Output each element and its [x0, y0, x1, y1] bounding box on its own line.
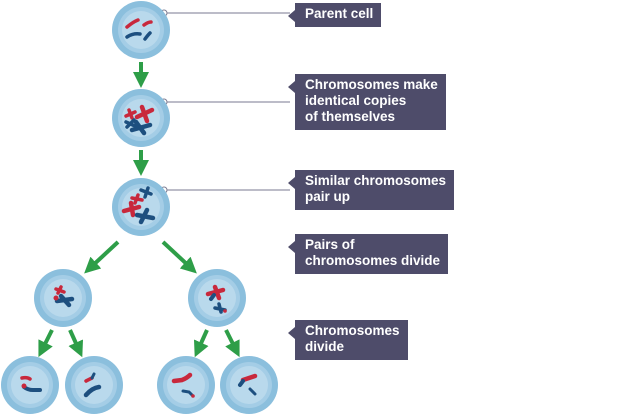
label-text: Parent cell: [305, 6, 374, 21]
gamete-cell-4: [220, 356, 278, 414]
chromosome-red-tip: [223, 309, 227, 313]
label-text: chromosomes divide: [305, 253, 441, 268]
arrows: [38, 62, 240, 358]
gamete-cell-1: [1, 356, 59, 414]
label-text: of themselves: [305, 109, 396, 124]
chromosome-red-large-x: [205, 284, 226, 301]
connectors: [160, 9, 290, 194]
parent-cell: [112, 1, 170, 59]
label-pair-up: Similar chromosomes pair up: [287, 170, 455, 210]
chromosome-blue-large-x: [54, 293, 75, 308]
chromosome-blue-small-x: [213, 302, 227, 314]
chromosome-red-large-x: [134, 104, 155, 124]
chromosome-red: [240, 373, 258, 383]
label-text: Similar chromosomes: [305, 173, 447, 188]
label-text: Pairs of: [305, 237, 355, 252]
arrow-right-split: [161, 240, 197, 274]
chromosome-blue-small-x: [124, 118, 137, 129]
arrow-gamete-4: [224, 329, 240, 358]
label-text: Chromosomes: [305, 323, 400, 338]
paired-cell: [112, 178, 170, 236]
label-text: pair up: [305, 189, 351, 204]
arrow-left-split: [84, 240, 120, 274]
arrow-gamete-1: [38, 329, 54, 358]
chromosome-red-long: [125, 18, 140, 29]
label-text: divide: [305, 339, 345, 354]
chromosome-red-tip: [191, 394, 195, 398]
label-text: identical copies: [305, 93, 407, 108]
chromosome-red-tip: [21, 383, 27, 389]
chromosome-red-tip: [53, 295, 59, 301]
label-chromosomes-divide: Chromosomes divide: [288, 320, 408, 360]
label-text: Chromosomes make: [305, 77, 438, 92]
label-pairs-divide: Pairs of chromosomes divide: [287, 234, 449, 274]
chromosome-blue-tail: [209, 293, 216, 301]
daughter-cell-left: [34, 269, 92, 327]
chromosome-red: [20, 375, 32, 381]
chromosome-blue-short: [90, 372, 96, 380]
chromosome-blue-tail: [238, 379, 245, 387]
chromosome-blue-short: [248, 387, 257, 396]
chromosome-red-large-x: [121, 200, 142, 218]
chromosome-blue-short: [143, 31, 152, 41]
copied-cell: [112, 89, 170, 147]
chromosome-blue-small-x: [139, 186, 153, 199]
arrow-gamete-3: [193, 329, 209, 358]
chromosome-blue-large-x: [134, 207, 156, 225]
chromosome-red-small-x: [130, 193, 144, 205]
chromosome-blue: [181, 389, 195, 398]
chromosome-red-small-x: [124, 108, 137, 120]
chromosome-blue: [83, 384, 102, 398]
gamete-cell-2: [65, 356, 123, 414]
gamete-cell-3: [157, 356, 215, 414]
arrow-gamete-2: [68, 329, 84, 358]
daughter-cell-right: [188, 269, 246, 327]
chromosome-red: [171, 372, 193, 384]
chromosome-blue-large-x: [129, 119, 153, 136]
label-copies: Chromosomes make identical copies of the…: [288, 74, 446, 130]
chromosome-blue-long: [125, 32, 142, 39]
chromosome-red-short: [142, 20, 153, 27]
label-parent-cell: Parent cell: [287, 3, 382, 27]
chromosome-red-small-x: [54, 285, 66, 295]
